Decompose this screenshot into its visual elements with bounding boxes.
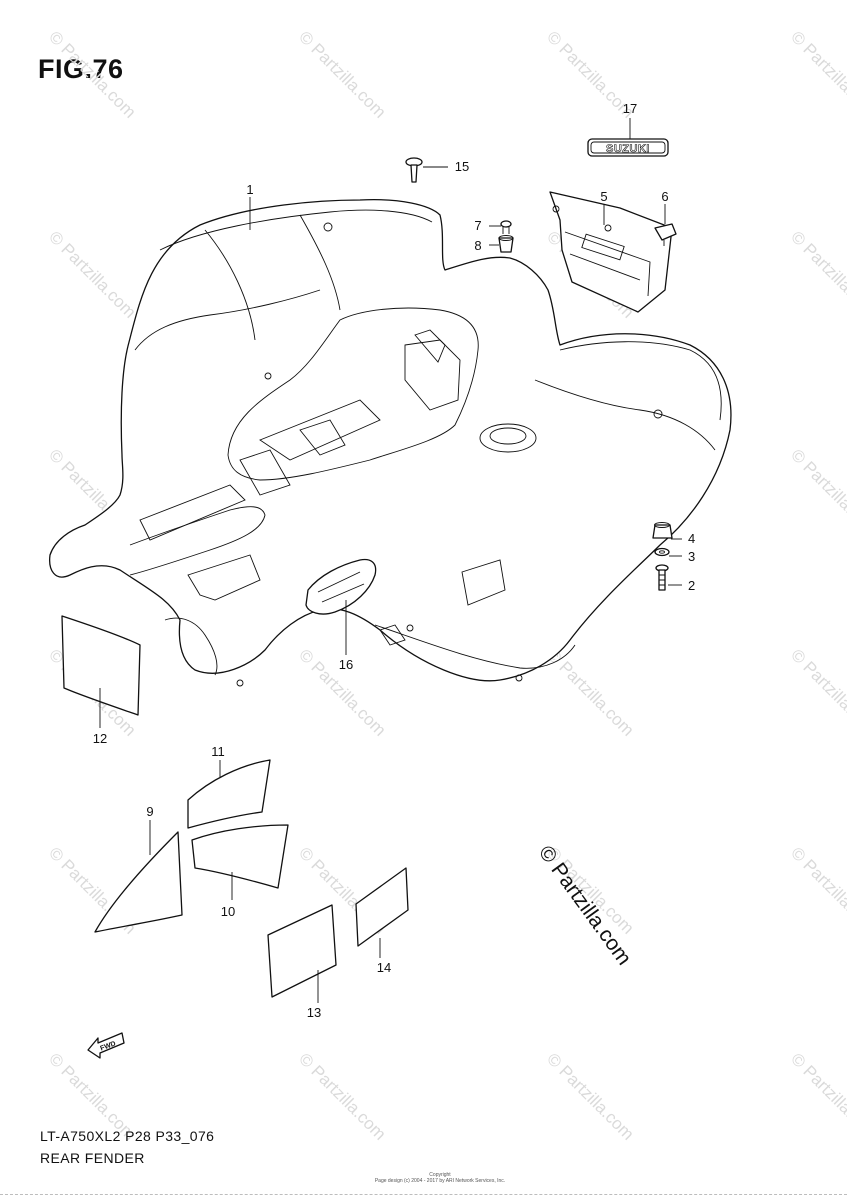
emblem-label: SUZUKI bbox=[606, 143, 650, 155]
callout-13: 13 bbox=[307, 1005, 321, 1020]
callout-9: 9 bbox=[146, 804, 153, 819]
rear-bracket[interactable] bbox=[549, 191, 673, 313]
fwd-arrow: FWD bbox=[87, 1032, 125, 1059]
callout-11: 11 bbox=[211, 744, 225, 759]
watermark-text: © Partzilla.com bbox=[295, 1049, 389, 1143]
callout-6: 6 bbox=[661, 189, 668, 204]
callout-2: 2 bbox=[688, 578, 695, 593]
callout-3: 3 bbox=[688, 549, 695, 564]
model-code: LT-A750XL2 P28 P33_076 bbox=[40, 1128, 215, 1144]
watermark-text: © Partzilla.com bbox=[543, 645, 637, 739]
suzuki-emblem[interactable]: SUZUKI bbox=[587, 138, 669, 157]
push-rivet[interactable] bbox=[405, 157, 423, 183]
callout-8: 8 bbox=[474, 238, 481, 253]
copyright-notice: Copyright Page design (c) 2004 - 2017 by… bbox=[300, 1172, 580, 1184]
watermark-text: © Partzilla.com bbox=[787, 227, 847, 321]
watermark-text: © Partzilla.com bbox=[787, 1049, 847, 1143]
watermark-text: © Partzilla.com bbox=[543, 1049, 637, 1143]
callout-12: 12 bbox=[93, 731, 107, 746]
decal-10[interactable] bbox=[191, 824, 289, 889]
callout-15: 15 bbox=[455, 159, 469, 174]
decal-13[interactable] bbox=[267, 904, 337, 998]
section-name: REAR FENDER bbox=[40, 1150, 145, 1166]
bottom-dotted-rule bbox=[0, 1194, 847, 1195]
copyright-line-1: Copyright bbox=[429, 1172, 451, 1178]
decal-14[interactable] bbox=[355, 867, 409, 947]
watermark-text: © Partzilla.com bbox=[787, 645, 847, 739]
bolt-part[interactable] bbox=[655, 564, 669, 591]
watermark-text: © Partzilla.com bbox=[45, 27, 139, 121]
collar-part[interactable] bbox=[498, 235, 514, 253]
callout-1: 1 bbox=[246, 182, 253, 197]
cushion-part[interactable] bbox=[652, 522, 673, 539]
decal-9[interactable] bbox=[94, 831, 183, 933]
rear-fender-body[interactable] bbox=[49, 199, 732, 687]
figure-title: FIG.76 bbox=[38, 54, 124, 84]
callout-7: 7 bbox=[474, 218, 481, 233]
watermark-text: © Partzilla.com bbox=[787, 843, 847, 937]
watermark-text: © Partzilla.com bbox=[295, 27, 389, 121]
leader-lines bbox=[99, 118, 682, 1003]
watermark-text: © Partzilla.com bbox=[787, 445, 847, 539]
callout-14: 14 bbox=[377, 960, 391, 975]
clip-part[interactable] bbox=[654, 223, 677, 246]
callout-4: 4 bbox=[688, 531, 695, 546]
watermark-large: © Partzilla.com bbox=[534, 841, 636, 969]
watermark-text: © Partzilla.com bbox=[787, 27, 847, 121]
callout-16: 16 bbox=[339, 657, 353, 672]
4x4-fender-decal[interactable] bbox=[305, 558, 377, 615]
watermark-text: © Partzilla.com bbox=[45, 227, 139, 321]
decal-12[interactable] bbox=[61, 615, 141, 716]
screw-part[interactable] bbox=[500, 220, 512, 234]
callout-10: 10 bbox=[221, 904, 235, 919]
callout-labels: 1 2 3 4 5 6 7 8 9 10 11 12 13 14 15 16 1… bbox=[93, 101, 695, 1020]
callout-5: 5 bbox=[600, 189, 607, 204]
decal-11[interactable] bbox=[187, 759, 271, 829]
copyright-line-2: Page design (c) 2004 - 2017 by ARI Netwo… bbox=[374, 1178, 506, 1184]
callout-17: 17 bbox=[623, 101, 637, 116]
washer-part[interactable] bbox=[654, 547, 670, 557]
